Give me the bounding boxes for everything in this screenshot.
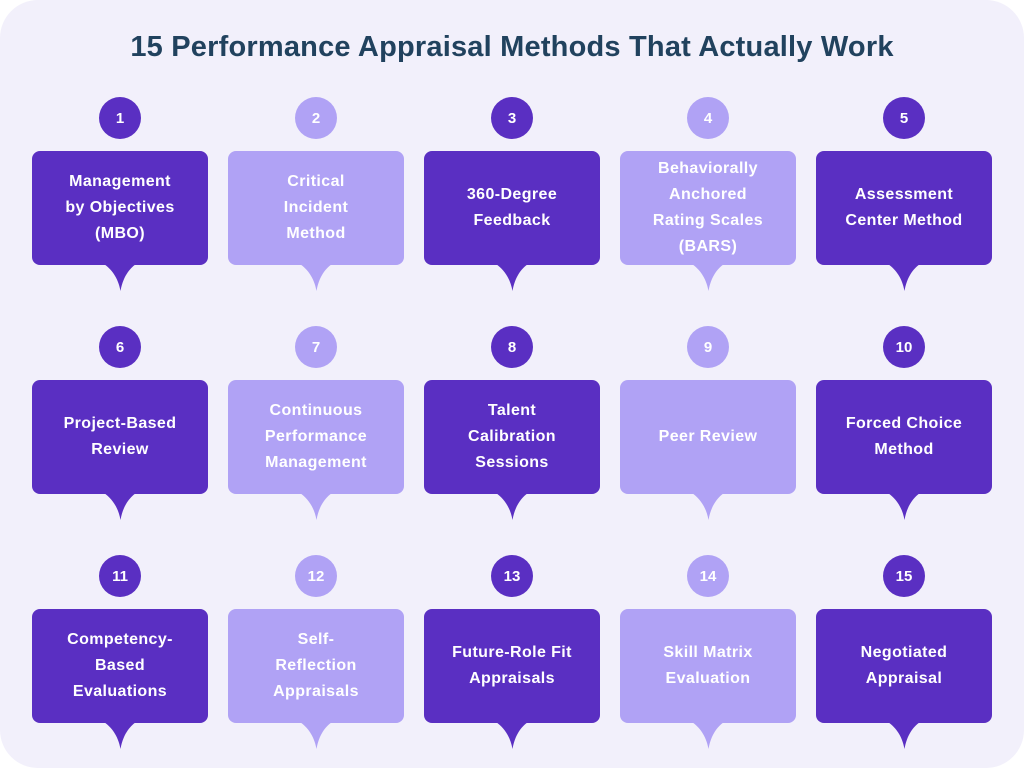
bubble-tail-icon: [300, 493, 332, 520]
method-label: Forced Choice Method: [845, 415, 963, 458]
method-label: Continuous Performance Management: [264, 402, 368, 471]
method-number: 15: [895, 567, 913, 585]
method-cell-13: 13 Future-Role Fit Appraisals: [424, 555, 600, 749]
method-card: Management by Objectives (MBO): [32, 151, 208, 291]
number-badge: 13: [491, 555, 533, 597]
method-cell-4: 4 Behaviorally Anchored Rating Scales (B…: [620, 97, 796, 291]
page-title: 15 Performance Appraisal Methods That Ac…: [130, 31, 894, 63]
method-cell-2: 2 Critical Incident Method: [228, 97, 404, 291]
method-card: Talent Calibration Sessions: [424, 380, 600, 520]
method-number: 14: [699, 567, 717, 585]
method-label: Critical Incident Method: [283, 173, 349, 242]
method-number: 1: [115, 109, 125, 127]
number-badge: 4: [687, 97, 729, 139]
method-label: Competency- Based Evaluations: [67, 631, 173, 700]
number-badge: 14: [687, 555, 729, 597]
method-cell-15: 15 Negotiated Appraisal: [816, 555, 992, 749]
number-badge: 6: [99, 326, 141, 368]
bubble-tail-icon: [888, 722, 920, 749]
method-label: Peer Review: [658, 428, 758, 445]
method-card: Project-Based Review: [32, 380, 208, 520]
method-cell-7: 7 Continuous Performance Management: [228, 326, 404, 520]
method-number: 12: [307, 567, 325, 585]
method-number: 2: [311, 109, 321, 127]
method-card: Forced Choice Method: [816, 380, 992, 520]
method-card: Continuous Performance Management: [228, 380, 404, 520]
number-badge: 5: [883, 97, 925, 139]
number-badge: 9: [687, 326, 729, 368]
method-cell-1: 1 Management by Objectives (MBO): [32, 97, 208, 291]
method-label: Behaviorally Anchored Rating Scales (BAR…: [652, 160, 764, 255]
number-badge: 1: [99, 97, 141, 139]
method-number: 7: [311, 338, 321, 356]
bubble-tail-icon: [496, 722, 528, 749]
number-badge: 10: [883, 326, 925, 368]
method-label: Talent Calibration Sessions: [468, 402, 556, 471]
method-card: Peer Review: [620, 380, 796, 520]
method-label: Assessment Center Method: [845, 186, 963, 229]
method-card: Self- Reflection Appraisals: [228, 609, 404, 749]
method-card: Behaviorally Anchored Rating Scales (BAR…: [620, 151, 796, 291]
method-number: 10: [895, 338, 913, 356]
method-card: Future-Role Fit Appraisals: [424, 609, 600, 749]
bubble-tail-icon: [692, 493, 724, 520]
method-label: Skill Matrix Evaluation: [663, 644, 753, 687]
method-cell-14: 14 Skill Matrix Evaluation: [620, 555, 796, 749]
method-label: Project-Based Review: [63, 415, 177, 458]
method-card: Competency- Based Evaluations: [32, 609, 208, 749]
bubble-tail-icon: [104, 264, 136, 291]
method-cell-5: 5 Assessment Center Method: [816, 97, 992, 291]
methods-grid: 1 Management by Objectives (MBO) 2 Criti…: [0, 97, 1024, 749]
bubble-tail-icon: [496, 493, 528, 520]
number-badge: 11: [99, 555, 141, 597]
method-number: 6: [115, 338, 125, 356]
method-card: Assessment Center Method: [816, 151, 992, 291]
bubble-tail-icon: [104, 493, 136, 520]
method-label: 360-Degree Feedback: [466, 186, 558, 229]
method-card: Negotiated Appraisal: [816, 609, 992, 749]
number-badge: 8: [491, 326, 533, 368]
method-cell-6: 6 Project-Based Review: [32, 326, 208, 520]
bubble-tail-icon: [692, 264, 724, 291]
method-number: 3: [507, 109, 517, 127]
method-number: 8: [507, 338, 517, 356]
method-label: Self- Reflection Appraisals: [273, 631, 359, 700]
method-card: Critical Incident Method: [228, 151, 404, 291]
method-cell-11: 11 Competency- Based Evaluations: [32, 555, 208, 749]
method-label: Management by Objectives (MBO): [65, 173, 175, 242]
bubble-tail-icon: [496, 264, 528, 291]
number-badge: 15: [883, 555, 925, 597]
method-cell-3: 3 360-Degree Feedback: [424, 97, 600, 291]
number-badge: 12: [295, 555, 337, 597]
method-number: 4: [703, 109, 713, 127]
bubble-tail-icon: [300, 722, 332, 749]
method-number: 11: [112, 567, 128, 585]
bubble-tail-icon: [300, 264, 332, 291]
method-cell-12: 12 Self- Reflection Appraisals: [228, 555, 404, 749]
method-card: Skill Matrix Evaluation: [620, 609, 796, 749]
method-number: 5: [899, 109, 909, 127]
method-card: 360-Degree Feedback: [424, 151, 600, 291]
number-badge: 3: [491, 97, 533, 139]
bubble-tail-icon: [888, 264, 920, 291]
number-badge: 7: [295, 326, 337, 368]
method-number: 9: [703, 338, 713, 356]
bubble-tail-icon: [104, 722, 136, 749]
method-label: Negotiated Appraisal: [860, 644, 948, 687]
bubble-tail-icon: [692, 722, 724, 749]
method-cell-10: 10 Forced Choice Method: [816, 326, 992, 520]
method-cell-9: 9 Peer Review: [620, 326, 796, 520]
number-badge: 2: [295, 97, 337, 139]
method-number: 13: [503, 567, 521, 585]
method-cell-8: 8 Talent Calibration Sessions: [424, 326, 600, 520]
method-label: Future-Role Fit Appraisals: [452, 644, 572, 687]
bubble-tail-icon: [888, 493, 920, 520]
